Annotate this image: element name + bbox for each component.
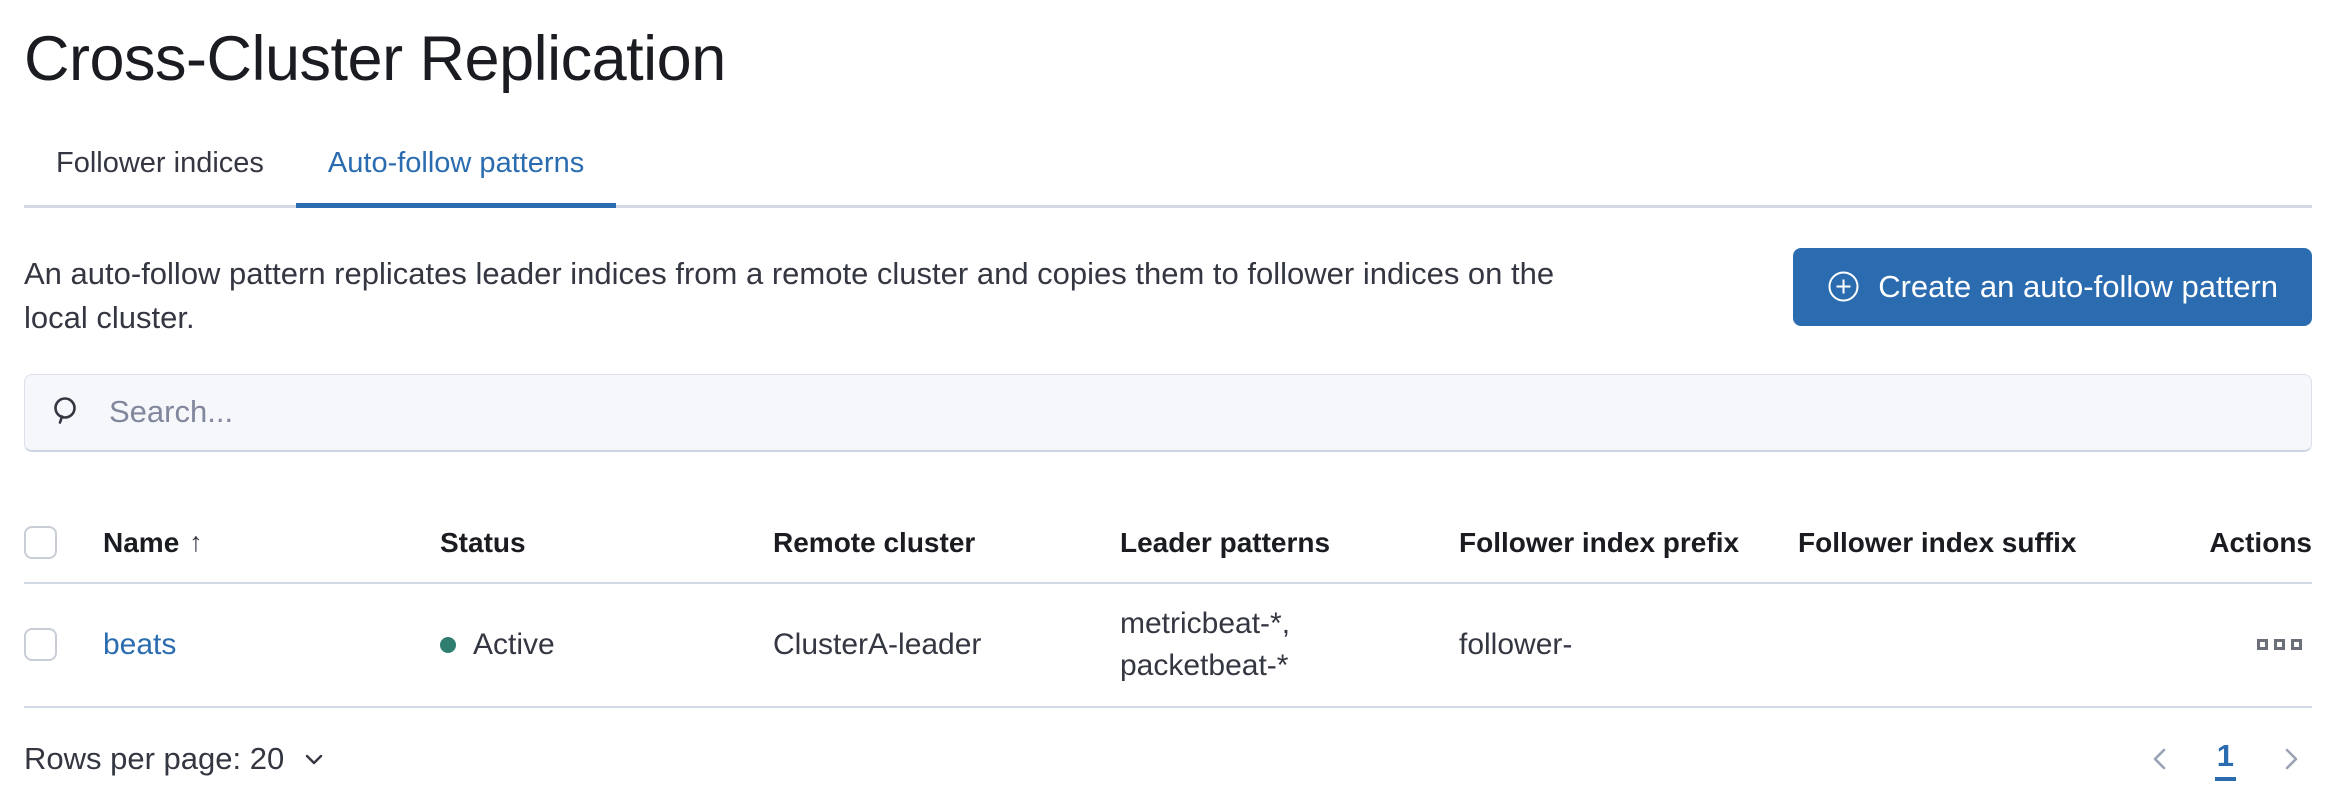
column-header-follower-index-prefix: Follower index prefix [1459,526,1740,558]
cell-follower-index-prefix: follower- [1459,627,1573,661]
next-page-icon[interactable] [2276,744,2306,774]
intro-section: An auto-follow pattern replicates leader… [24,247,2312,340]
table-header-row: Name ↑ Status Remote cluster Leader patt… [24,504,2312,584]
tab-auto-follow-patterns[interactable]: Auto-follow patterns [295,145,617,208]
column-header-follower-index-suffix: Follower index suffix [1798,526,2077,558]
column-header-name[interactable]: Name ↑ [103,526,203,558]
previous-page-icon[interactable] [2145,744,2175,774]
search-bar [24,373,2312,452]
status-label: Active [473,627,555,661]
cell-status: Active [440,628,773,662]
leader-pattern-1: metricbeat-*, [1120,606,1291,640]
page-title: Cross-Cluster Replication [24,24,726,94]
row-checkbox-cell [24,628,103,662]
auto-follow-patterns-table: Name ↑ Status Remote cluster Leader patt… [24,504,2312,708]
table-row: beats Active ClusterA-leader metricbeat-… [24,584,2312,708]
row-actions-menu-icon[interactable] [2257,639,2312,651]
description-line-1: An auto-follow pattern replicates leader… [24,255,1555,291]
rows-per-page-selector[interactable]: Rows per page: 20 [24,741,328,777]
cell-remote-cluster: ClusterA-leader [773,627,982,661]
status-active-dot-icon [440,636,456,653]
search-icon [51,395,85,429]
column-header-remote-cluster: Remote cluster [773,526,976,558]
cell-name: beats [103,628,440,662]
page-number-1[interactable]: 1 [2214,738,2236,781]
cell-leader-patterns: metricbeat-*, packetbeat-* [1120,603,1459,687]
create-button-label: Create an auto-follow pattern [1878,268,2278,304]
page-description: An auto-follow pattern replicates leader… [24,252,1554,340]
rows-per-page-label: Rows per page: 20 [24,741,285,777]
sort-ascending-icon: ↑ [189,527,203,558]
chevron-down-icon [300,745,328,773]
table-footer: Rows per page: 20 1 [24,738,2312,781]
description-line-2: local cluster. [24,299,195,335]
leader-pattern-2: packetbeat-* [1120,648,1289,682]
pattern-name-link[interactable]: beats [103,627,177,661]
pagination: 1 [2145,738,2312,781]
tab-bar: Follower indices Auto-follow patterns [24,145,2312,208]
select-all-checkbox[interactable] [24,526,57,560]
column-header-status: Status [440,526,526,558]
tab-follower-indices[interactable]: Follower indices [56,146,264,179]
ccr-page: Cross-Cluster Replication Follower indic… [0,24,2336,781]
create-auto-follow-pattern-button[interactable]: Create an auto-follow pattern [1793,247,2312,326]
column-header-actions: Actions [2209,526,2312,558]
plus-in-circle-icon [1827,270,1860,303]
column-header-leader-patterns: Leader patterns [1120,526,1331,558]
search-input[interactable] [109,394,2285,431]
select-all-checkbox-cell [24,526,103,560]
row-checkbox[interactable] [24,628,57,662]
cell-actions [2112,639,2312,651]
